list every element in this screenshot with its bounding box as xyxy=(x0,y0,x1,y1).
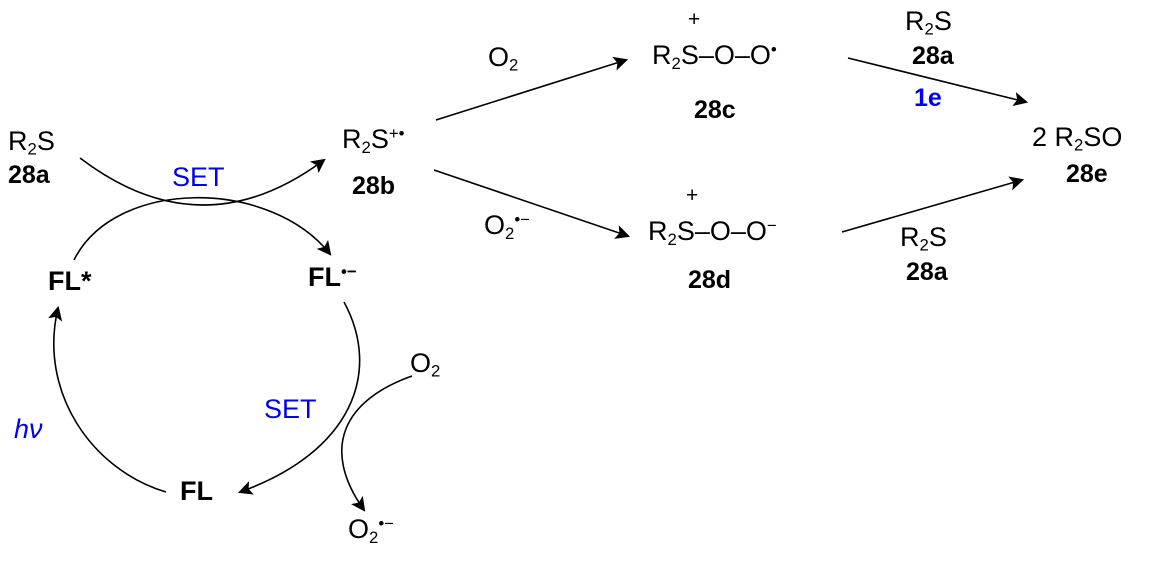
intermediate-28d-formula: R2S–O–O− xyxy=(648,216,777,249)
reagent-r2s-top: R2S xyxy=(905,6,952,39)
radical-cation-formula: R2S+• xyxy=(342,124,405,157)
intermediate-28d-id: 28d xyxy=(688,266,732,294)
radical-cation-id: 28b xyxy=(352,172,396,200)
set-label-bottom: SET xyxy=(264,394,317,424)
substrate-formula: R2S xyxy=(8,126,55,159)
arrow-28c-to-product xyxy=(847,57,1029,107)
intermediate-28d-charge: + xyxy=(686,184,699,207)
intermediate-28c-charge: + xyxy=(688,8,701,31)
product-formula: 2 R2SO xyxy=(1032,122,1123,155)
reagent-r2s-bottom: R2S xyxy=(900,222,947,255)
product-id: 28e xyxy=(1066,160,1108,188)
intermediate-28c-id: 28c xyxy=(694,96,736,124)
o2-label-top: O2 xyxy=(488,42,519,75)
arrow-28d-to-product xyxy=(841,176,1025,233)
set-label-top: SET xyxy=(172,162,225,192)
arrow-o2-to-superoxide xyxy=(340,375,413,512)
superoxide-cycle-label: O2•− xyxy=(348,514,394,547)
reagent-28a-bottom: 28a xyxy=(906,258,948,286)
arrow-fl-radical-anion-to-fl xyxy=(237,301,361,495)
reagent-28a-top: 28a xyxy=(912,42,954,70)
o2-cycle-label: O2 xyxy=(410,348,441,381)
fl-ground-label: FL xyxy=(180,476,213,506)
hv-label: hν xyxy=(14,414,43,444)
arrow-fl-to-flstar xyxy=(48,305,167,493)
fl-excited-label: FL* xyxy=(48,266,92,296)
superoxide-label-mid: O2•− xyxy=(484,210,530,243)
arrow-flstar-to-fl-radical-anion xyxy=(73,196,332,261)
intermediate-28c-formula: R2S–O–O• xyxy=(652,40,777,73)
substrate-id: 28a xyxy=(8,161,50,189)
one-electron-label: 1e xyxy=(914,84,942,112)
arrow-28b-to-28d xyxy=(433,169,631,239)
fl-radical-anion-label: FL•− xyxy=(308,262,357,293)
arrow-28b-to-28c xyxy=(435,56,629,121)
arrow-substrate-to-radical-cation xyxy=(79,157,326,206)
